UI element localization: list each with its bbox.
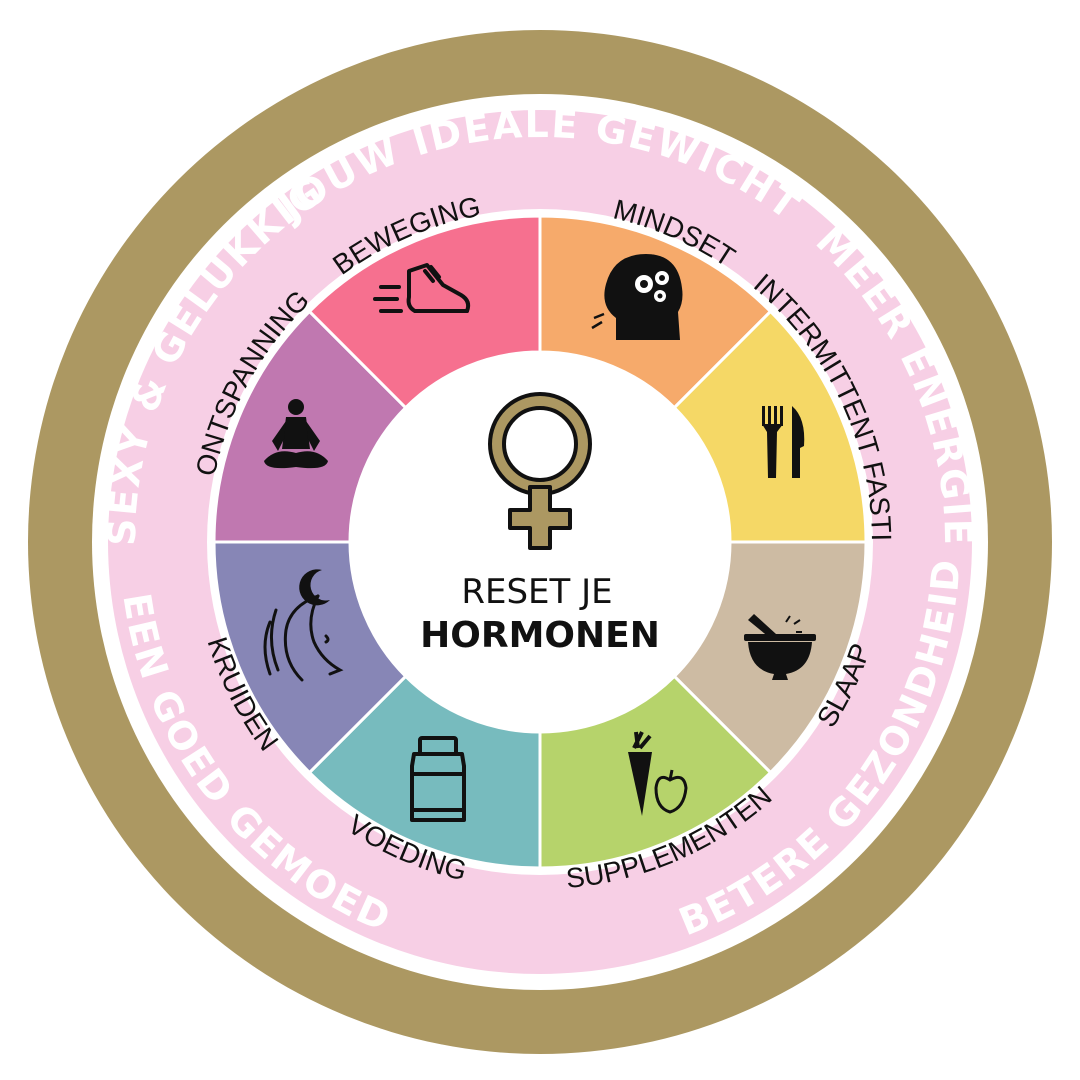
center-title-line2: HORMONEN [420, 615, 660, 656]
carrot-apple-icon [628, 731, 688, 816]
center-title-line1: RESET JE [461, 572, 612, 612]
mortar-pestle-icon [744, 614, 816, 680]
head-gears-icon [591, 254, 683, 340]
female-symbol-icon [488, 392, 592, 550]
meditation-icon [264, 399, 328, 469]
running-shoe-icon [373, 263, 471, 313]
supplement-jar-icon [410, 736, 466, 822]
sleeping-face-moon-icon [263, 569, 344, 682]
fork-knife-icon [762, 406, 805, 478]
